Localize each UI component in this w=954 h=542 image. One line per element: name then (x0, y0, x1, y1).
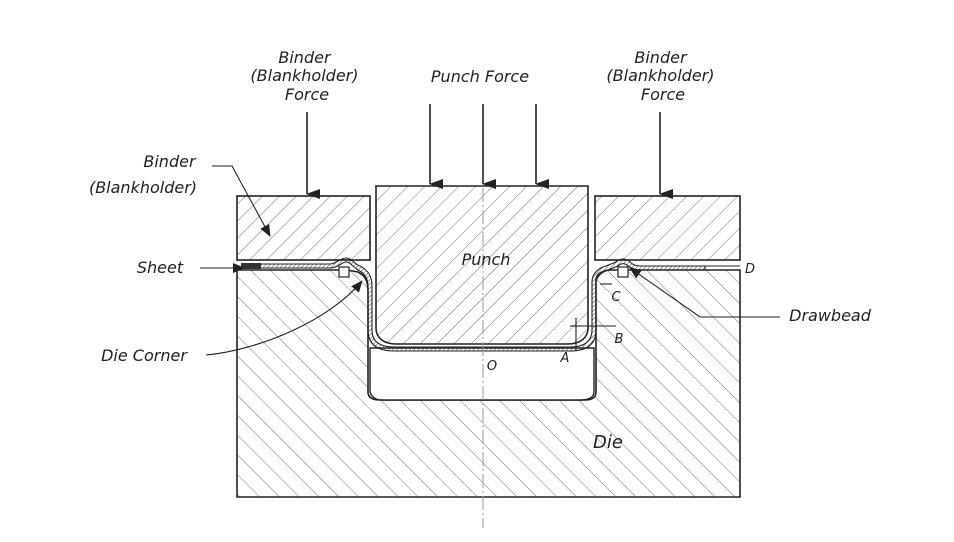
binder-force-label-left: Binder (Blankholder) Force (250, 48, 363, 104)
drawbead-leader (629, 267, 780, 318)
die-corner-label: Die Corner (101, 346, 188, 365)
point-o-label: O (487, 359, 497, 374)
binder-force-label-right: Binder (Blankholder) Force (606, 48, 719, 104)
die-corner-leader (205, 280, 363, 356)
die-cavity (369, 347, 595, 401)
punch (375, 185, 589, 345)
point-d-label: D (745, 262, 755, 277)
drawbead-right (617, 266, 629, 278)
punch-label: Punch (462, 250, 511, 269)
binder-left (236, 195, 371, 261)
binder-label: Binder (Blankholder) (89, 152, 201, 197)
sheet-label: Sheet (137, 258, 184, 277)
binder-right (594, 195, 741, 261)
punch-force-label: Punch Force (431, 67, 529, 86)
point-a-marker (570, 318, 582, 350)
point-a-label: A (560, 351, 570, 366)
point-c-label: C (611, 290, 621, 305)
sheet-left-end (241, 263, 261, 269)
binder-leader (212, 165, 271, 237)
die-label: Die (593, 432, 623, 453)
drawbead-left (338, 266, 350, 278)
drawbead-label: Drawbead (789, 306, 872, 325)
point-b-label: B (615, 332, 624, 347)
